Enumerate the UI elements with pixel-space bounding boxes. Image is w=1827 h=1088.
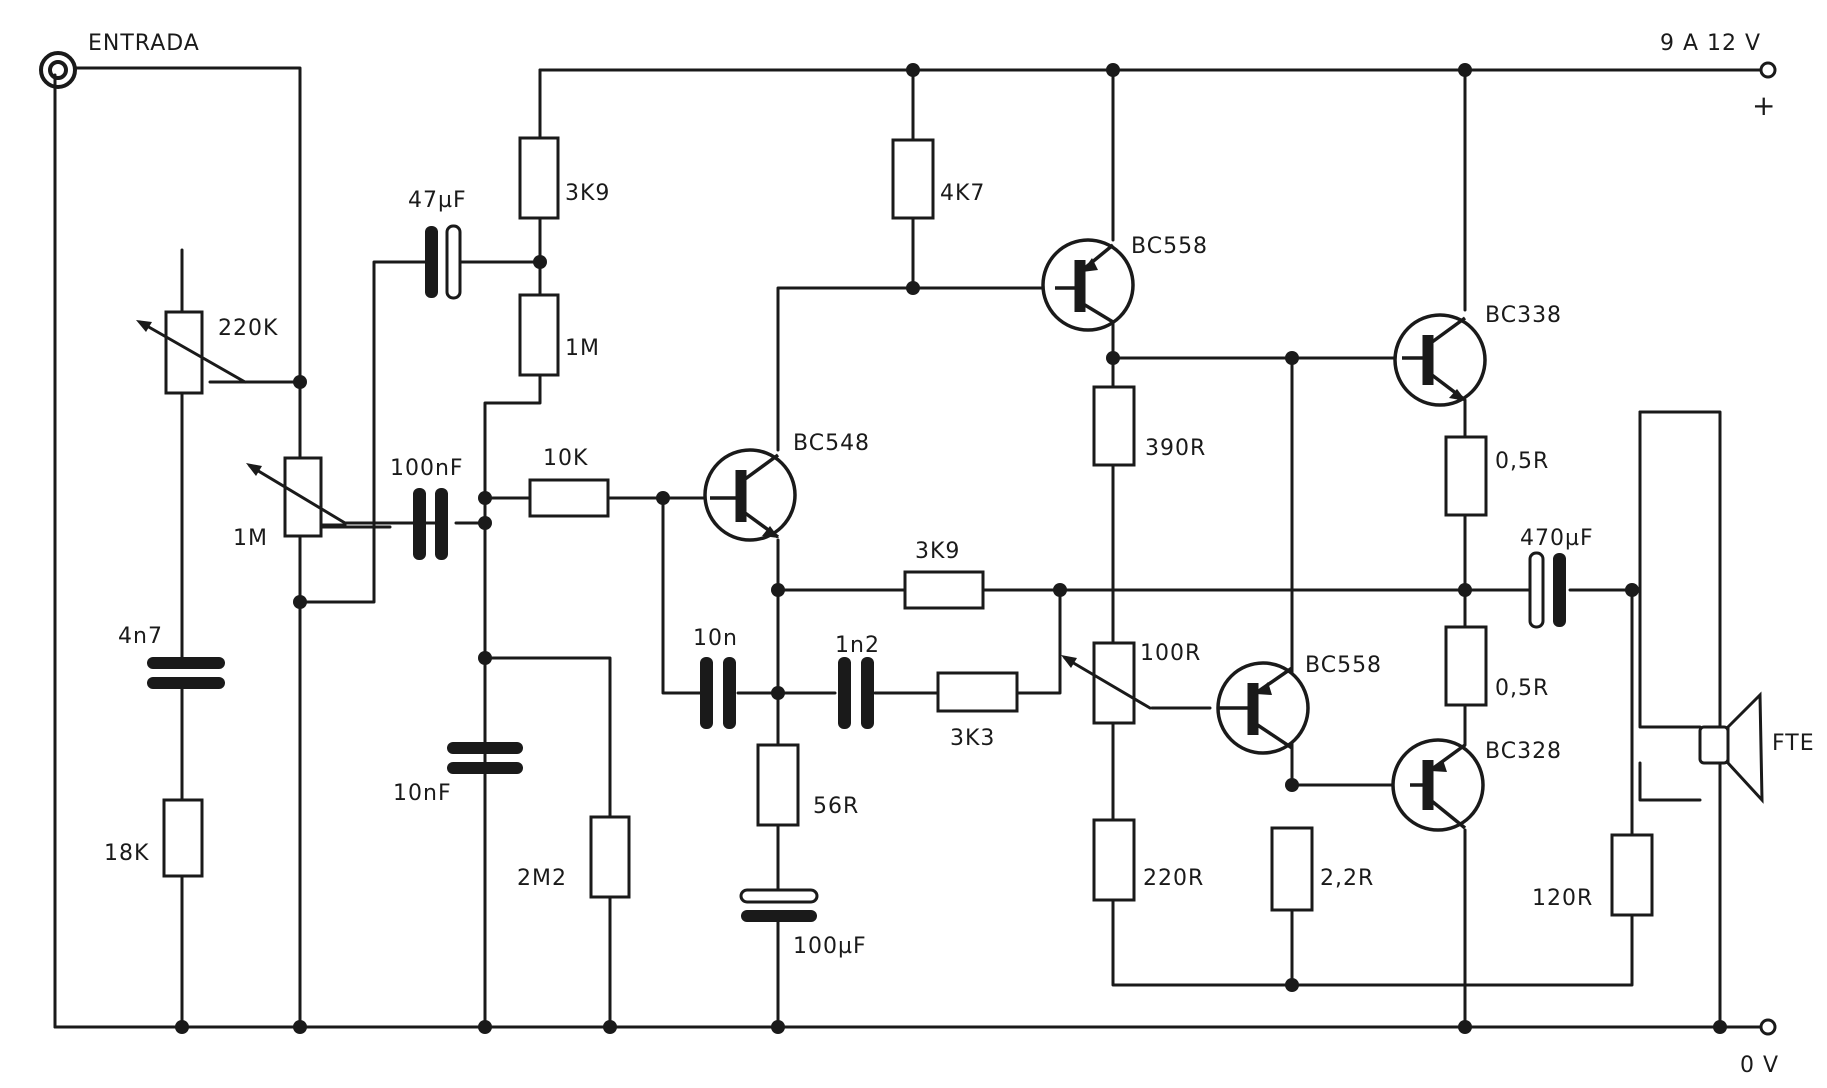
capacitor-470uf xyxy=(1528,551,1566,629)
label-10nf: 10nF xyxy=(393,781,452,806)
label-470uf: 470µF xyxy=(1520,526,1594,551)
label-100uf: 100µF xyxy=(793,934,867,959)
wiper-arrows xyxy=(136,320,1152,710)
transistor-bc558-top xyxy=(1041,238,1135,332)
label-18k: 18K xyxy=(104,841,149,866)
resistor-0-5r-bottom xyxy=(1444,625,1488,707)
label-fte: FTE xyxy=(1772,731,1815,756)
label-4k7: 4K7 xyxy=(940,181,985,206)
label-10n: 10n xyxy=(693,626,738,651)
label-47uf: 47µF xyxy=(408,188,467,213)
transistor-bc338 xyxy=(1393,313,1487,407)
label-390r: 390R xyxy=(1145,436,1206,461)
label-pot-1m: 1M xyxy=(233,526,268,551)
transistor-bc548 xyxy=(703,448,797,542)
label-bc328: BC328 xyxy=(1485,739,1562,764)
input-jack-icon xyxy=(39,51,77,89)
capacitor-4n7 xyxy=(147,657,225,689)
resistor-3k9-feedback xyxy=(903,570,985,610)
label-1m: 1M xyxy=(565,336,600,361)
label-bc558-top: BC558 xyxy=(1131,234,1208,259)
labels: ENTRADA 9 A 12 V + 0 V 220K 1M 4n7 18K 4… xyxy=(88,31,1815,1078)
label-bc338: BC338 xyxy=(1485,303,1562,328)
resistor-4k7 xyxy=(891,138,935,220)
label-100nf: 100nF xyxy=(390,456,464,481)
supply-terminals xyxy=(1759,61,1777,1036)
loudspeaker-icon xyxy=(1698,691,1764,804)
label-bc548: BC548 xyxy=(793,431,870,456)
capacitors xyxy=(147,224,1566,922)
ground-terminal xyxy=(1759,1018,1777,1036)
label-2-2r: 2,2R xyxy=(1320,866,1374,891)
resistor-10k xyxy=(528,478,610,518)
capacitor-1n2 xyxy=(838,657,874,729)
resistor-18k xyxy=(162,798,204,878)
label-2m2: 2M2 xyxy=(517,866,567,891)
transistor-bc558-bottom xyxy=(1216,661,1310,755)
label-supply: 9 A 12 V xyxy=(1660,31,1761,56)
transistor-bc328 xyxy=(1391,738,1485,832)
label-220k: 220K xyxy=(218,316,278,341)
resistor-56r xyxy=(756,743,800,827)
potentiometer-100r xyxy=(1092,641,1136,725)
label-220r: 220R xyxy=(1143,866,1204,891)
capacitor-100uf xyxy=(739,888,819,922)
capacitor-10n xyxy=(700,657,736,729)
label-3k9-feedback: 3K9 xyxy=(915,539,960,564)
capacitor-47uf xyxy=(425,224,462,300)
resistor-390r xyxy=(1092,385,1136,467)
resistor-2-2r xyxy=(1270,826,1314,912)
resistor-2m2 xyxy=(589,815,631,899)
label-entrada: ENTRADA xyxy=(88,31,200,56)
supply-plus-terminal xyxy=(1759,61,1777,79)
resistor-220r xyxy=(1092,818,1136,902)
junction-dots xyxy=(175,63,1727,1034)
label-1n2: 1n2 xyxy=(835,633,880,658)
label-100r: 100R xyxy=(1140,641,1201,666)
label-10k: 10K xyxy=(543,446,588,471)
label-4n7: 4n7 xyxy=(118,624,163,649)
label-0-5r-bottom: 0,5R xyxy=(1495,676,1549,701)
label-3k3: 3K3 xyxy=(950,726,995,751)
label-120r: 120R xyxy=(1532,886,1593,911)
label-plus: + xyxy=(1752,89,1776,122)
resistors xyxy=(162,136,1654,917)
resistor-3k9-top xyxy=(518,136,560,220)
label-0-5r-top: 0,5R xyxy=(1495,449,1549,474)
label-bc558-bottom: BC558 xyxy=(1305,653,1382,678)
label-zero-v: 0 V xyxy=(1740,1053,1779,1078)
resistor-3k3 xyxy=(936,671,1019,713)
capacitor-10nf xyxy=(447,742,523,774)
resistor-1m xyxy=(518,293,560,377)
resistor-120r xyxy=(1610,833,1654,917)
label-56r: 56R xyxy=(813,794,859,819)
resistor-220k xyxy=(164,310,204,395)
resistor-0-5r-top xyxy=(1444,435,1488,517)
capacitor-100nf xyxy=(413,488,448,560)
label-3k9-top: 3K9 xyxy=(565,181,610,206)
